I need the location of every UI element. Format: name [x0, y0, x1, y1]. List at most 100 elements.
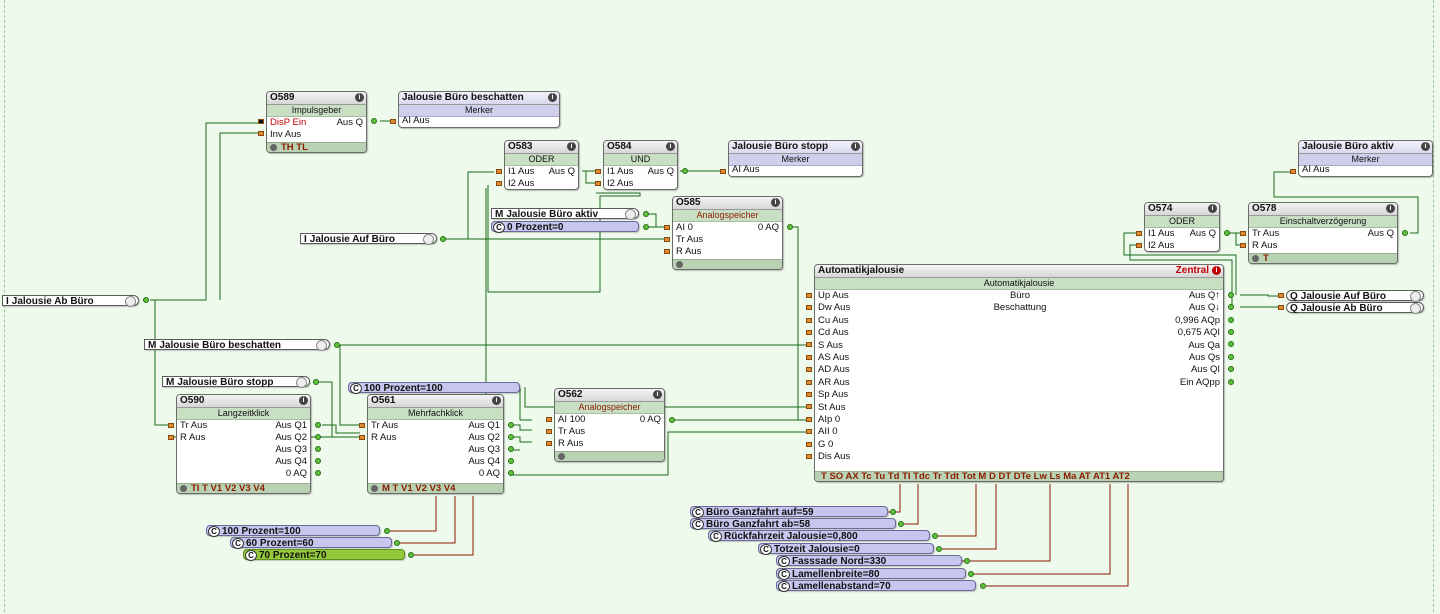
input-pin[interactable]	[1136, 243, 1142, 248]
input-pin[interactable]	[168, 435, 174, 440]
input-pin[interactable]	[806, 318, 812, 323]
input-pin[interactable]	[664, 249, 670, 254]
output-pin[interactable]	[508, 422, 514, 428]
output-pin[interactable]	[1228, 341, 1234, 347]
output-pin[interactable]	[508, 458, 514, 464]
output-pin[interactable]	[682, 168, 688, 174]
input-pin[interactable]	[496, 181, 502, 186]
output-pin[interactable]	[1228, 317, 1234, 323]
output-pin[interactable]	[980, 583, 986, 589]
input-pin[interactable]	[806, 442, 812, 447]
info-icon[interactable]: i	[567, 142, 576, 151]
info-icon[interactable]: i	[299, 396, 308, 405]
input-pin[interactable]	[546, 429, 552, 434]
output-pin[interactable]	[371, 118, 377, 124]
output-pin[interactable]	[964, 558, 970, 564]
input-pin[interactable]	[806, 454, 812, 459]
toggle-knob-icon[interactable]	[316, 340, 327, 351]
input-pin[interactable]	[546, 417, 552, 422]
output-pin[interactable]	[508, 434, 514, 440]
output-pin[interactable]	[1228, 304, 1234, 310]
input-pin[interactable]	[1278, 305, 1284, 310]
info-icon[interactable]: i	[1386, 204, 1395, 213]
info-icon[interactable]: i	[492, 396, 501, 405]
info-icon[interactable]: i	[355, 93, 364, 102]
output-pin[interactable]	[508, 446, 514, 452]
output-pin[interactable]	[1228, 379, 1234, 385]
toggle-knob-icon[interactable]	[1410, 303, 1421, 314]
output-pin[interactable]	[1228, 292, 1234, 298]
input-pin[interactable]	[806, 417, 812, 422]
input-pin[interactable]	[1240, 243, 1246, 248]
info-icon[interactable]: i	[771, 198, 780, 207]
output-pin[interactable]	[890, 509, 896, 515]
input-pin[interactable]	[1136, 231, 1142, 236]
input-pin[interactable]	[1278, 293, 1284, 298]
output-pin[interactable]	[315, 458, 321, 464]
input-pin[interactable]	[806, 330, 812, 335]
output-pin[interactable]	[315, 422, 321, 428]
input-pin[interactable]	[390, 119, 396, 124]
output-pin[interactable]	[936, 546, 942, 552]
input-pin[interactable]	[359, 423, 365, 428]
toggle-knob-icon[interactable]	[423, 234, 434, 245]
info-icon[interactable]: i	[1208, 204, 1217, 213]
input-pin[interactable]	[806, 429, 812, 434]
input-pin[interactable]	[806, 392, 812, 397]
info-icon[interactable]: i	[851, 142, 860, 151]
output-pin[interactable]	[787, 224, 793, 230]
input-pin[interactable]	[664, 225, 670, 230]
input-pin[interactable]	[806, 342, 812, 347]
output-pin[interactable]	[1228, 354, 1234, 360]
toggle-knob-icon[interactable]	[1410, 291, 1421, 302]
output-pin[interactable]	[315, 470, 321, 476]
output-pin[interactable]	[1402, 230, 1408, 236]
input-pin[interactable]	[806, 404, 812, 409]
output-pin[interactable]	[384, 528, 390, 534]
output-pin[interactable]	[643, 211, 649, 217]
toggle-knob-icon[interactable]	[125, 296, 136, 307]
toggle-knob-icon[interactable]	[296, 377, 307, 388]
input-pin[interactable]	[806, 380, 812, 385]
output-pin[interactable]	[315, 434, 321, 440]
output-pin[interactable]	[1228, 329, 1234, 335]
input-pin[interactable]	[806, 355, 812, 360]
input-pin[interactable]	[806, 293, 812, 298]
info-icon[interactable]: i	[1421, 142, 1430, 151]
input-pin[interactable]	[258, 119, 264, 124]
input-pin[interactable]	[1290, 169, 1296, 174]
output-pin[interactable]	[1224, 230, 1230, 236]
output-pin[interactable]	[968, 571, 974, 577]
output-pin[interactable]	[643, 224, 649, 230]
input-pin[interactable]	[168, 423, 174, 428]
input-pin[interactable]	[546, 441, 552, 446]
output-pin[interactable]	[143, 297, 149, 303]
input-pin[interactable]	[806, 367, 812, 372]
input-pin[interactable]	[664, 237, 670, 242]
output-pin[interactable]	[440, 236, 446, 242]
output-pin[interactable]	[334, 342, 340, 348]
info-icon[interactable]: i	[1212, 266, 1221, 275]
output-pin[interactable]	[898, 521, 904, 527]
input-pin[interactable]	[496, 169, 502, 174]
